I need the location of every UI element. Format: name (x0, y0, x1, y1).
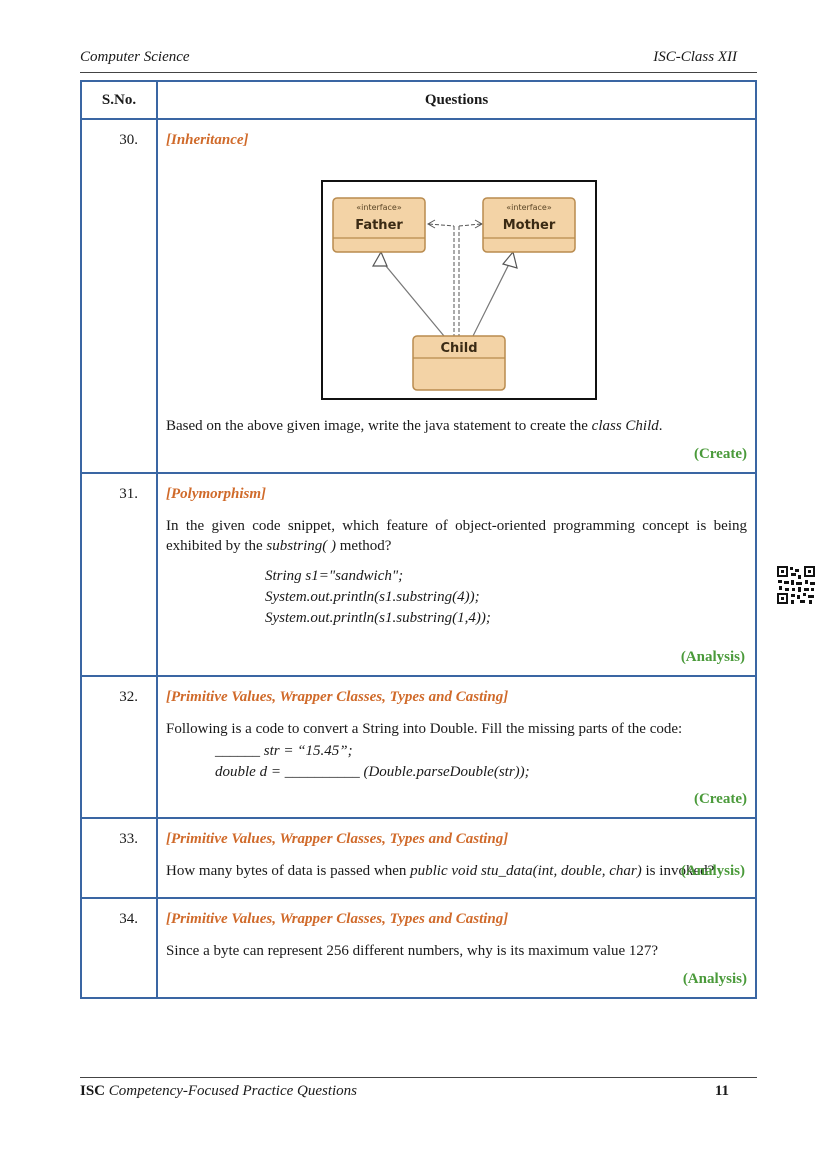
code-snippet: ______ str = “15.45”; double d = _______… (215, 741, 747, 783)
question-text-part: method? (336, 538, 392, 554)
code-line: double d = __________ (Double.parseDoubl… (215, 764, 530, 780)
question-text-part: In the given code snippet, which feature… (166, 518, 747, 554)
dependency-line (458, 223, 482, 227)
question-text-emphasis: public void stu_data(int, double, char) (410, 863, 642, 879)
question-text: Based on the above given image, write th… (166, 416, 747, 436)
question-cell: [Primitive Values, Wrapper Classes, Type… (156, 817, 757, 899)
cognitive-level: (Analysis) (680, 649, 745, 665)
father-stereotype: «interface» (356, 203, 402, 212)
question-cell: [Primitive Values, Wrapper Classes, Type… (156, 675, 757, 819)
mother-arrowhead-icon (501, 250, 518, 269)
cognitive-level: (Analysis) (680, 863, 745, 879)
header-class: ISC-Class XII (653, 49, 737, 65)
footer-rule (80, 1077, 757, 1078)
code-snippet: String s1="sandwich"; System.out.println… (265, 566, 747, 629)
header-rule (80, 72, 757, 73)
code-line: System.out.println(s1.substring(4)); (265, 589, 480, 605)
question-number: 33. (80, 817, 158, 899)
table-row: 31. [Polymorphism] In the given code sni… (80, 472, 757, 677)
question-number: 31. (80, 472, 158, 677)
question-cell: [Inheritance] (156, 118, 757, 474)
dependency-line (428, 223, 455, 227)
col-header-questions: Questions (156, 80, 757, 120)
question-text-part: How many bytes of data is passed when (166, 863, 411, 879)
qr-code-icon[interactable] (776, 565, 816, 605)
question-number: 30. (80, 118, 158, 474)
cognitive-level: (Create) (693, 446, 747, 462)
question-topic: [Primitive Values, Wrapper Classes, Type… (166, 689, 509, 705)
footer-brand: ISC (80, 1083, 106, 1099)
page-number: 11 (714, 1083, 729, 1099)
question-text-part: is invoked? (641, 863, 715, 879)
dependency-arrow-icon (426, 219, 436, 229)
header-subject: Computer Science (80, 49, 190, 65)
mother-stereotype: «interface» (506, 203, 552, 212)
mother-label: Mother (503, 218, 556, 233)
mother-inheritance-line (472, 259, 512, 337)
code-line: String s1="sandwich"; (265, 568, 404, 584)
question-number: 34. (80, 897, 158, 999)
question-topic: [Primitive Values, Wrapper Classes, Type… (166, 831, 509, 847)
code-line: ______ str = “15.45”; (215, 743, 353, 759)
father-inheritance-line (380, 259, 445, 337)
table-row: 33. [Primitive Values, Wrapper Classes, … (80, 817, 757, 899)
question-cell: [Polymorphism] In the given code snippet… (156, 472, 757, 677)
col-header-sno: S.No. (80, 80, 158, 120)
cognitive-level: (Create) (693, 791, 747, 807)
table-row: 30. [Inheritance] (80, 118, 757, 474)
question-number: 32. (80, 675, 158, 819)
question-text-emphasis: substring( ) (266, 538, 336, 554)
footer-title-text: Competency-Focused Practice Questions (108, 1083, 358, 1099)
question-topic: [Polymorphism] (166, 486, 266, 502)
table-row: 34. [Primitive Values, Wrapper Classes, … (80, 897, 757, 999)
question-topic: [Inheritance] (166, 132, 249, 148)
table-header-row: S.No. Questions (80, 80, 757, 120)
child-label: Child (440, 341, 477, 356)
question-text: In the given code snippet, which feature… (166, 516, 747, 556)
cognitive-level: (Analysis) (682, 971, 747, 987)
code-line: System.out.println(s1.substring(1,4)); (265, 610, 491, 626)
question-text-emphasis: class Child (591, 418, 659, 434)
child-box (412, 335, 506, 391)
question-text: Since a byte can represent 256 different… (166, 943, 659, 959)
question-cell: [Primitive Values, Wrapper Classes, Type… (156, 897, 757, 999)
uml-diagram-svg: «interface» Father «interface» Mother Ch… (332, 197, 576, 391)
question-text: Following is a code to convert a String … (166, 721, 683, 737)
questions-table: S.No. Questions 30. [Inheritance] (80, 80, 757, 999)
table-row: 32. [Primitive Values, Wrapper Classes, … (80, 675, 757, 819)
uml-diagram: «interface» Father «interface» Mother Ch… (321, 180, 597, 400)
question-text-part: . (658, 418, 663, 434)
question-text: How many bytes of data is passed when pu… (166, 861, 745, 881)
dependency-arrow-icon (474, 219, 484, 229)
question-text-part: Based on the above given image, write th… (166, 418, 592, 434)
father-label: Father (355, 218, 403, 233)
question-topic: [Primitive Values, Wrapper Classes, Type… (166, 911, 509, 927)
father-arrowhead-icon (371, 250, 388, 267)
footer-title: ISC Competency-Focused Practice Question… (80, 1083, 357, 1100)
